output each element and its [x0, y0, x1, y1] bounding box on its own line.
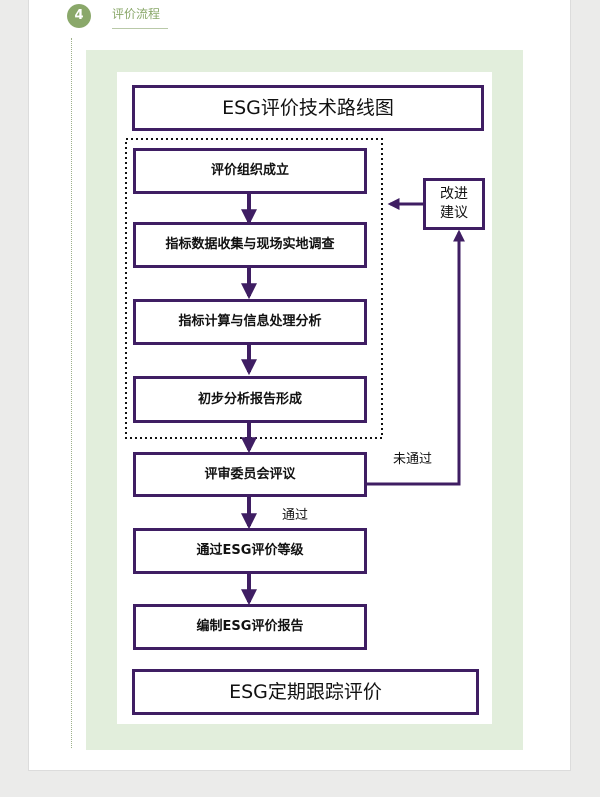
step-box-4: 初步分析报告形成: [133, 376, 367, 423]
label-passed: 通过: [282, 508, 309, 523]
step-box-1: 评价组织成立: [133, 148, 367, 194]
section-title-underline: [112, 28, 168, 29]
section-title: 评价流程: [112, 7, 161, 21]
diagram-title-box: ESG评价技术路线图: [132, 85, 484, 131]
process-group-dotted-outline: [125, 138, 383, 439]
arrow-review-to-suggestion: [366, 229, 465, 486]
timeline-dotted-line: [71, 38, 72, 748]
step-box-2: 指标数据收集与现场实地调查: [133, 222, 367, 268]
report-box: 编制ESG评价报告: [133, 604, 367, 650]
final-tracking-box: ESG定期跟踪评价: [132, 669, 479, 715]
label-not-passed: 未通过: [393, 452, 433, 467]
review-box: 评审委员会评议: [133, 452, 367, 497]
pass-grade-box: 通过ESG评价等级: [133, 528, 367, 574]
suggestion-box: 改进 建议: [423, 178, 485, 230]
step-box-3: 指标计算与信息处理分析: [133, 299, 367, 345]
step-number-badge: 4: [67, 4, 91, 28]
